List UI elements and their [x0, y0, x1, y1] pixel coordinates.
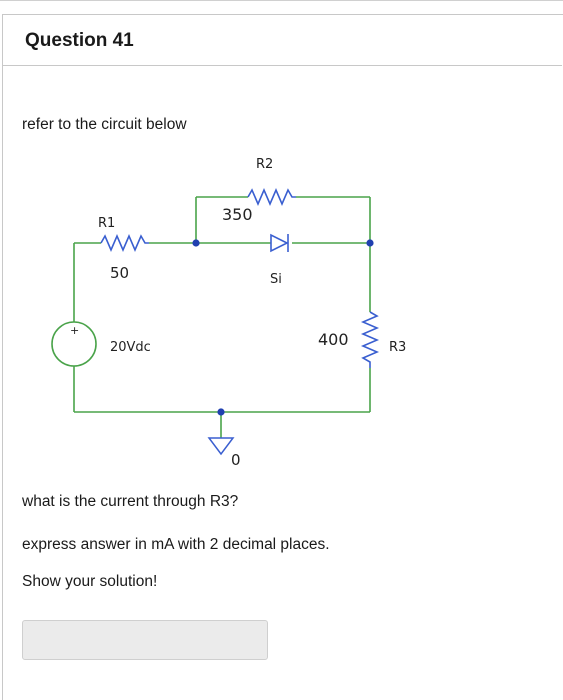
ground-triangle	[207, 437, 235, 456]
resistors	[100, 187, 380, 368]
answer-input[interactable]	[22, 620, 268, 660]
question-header: Question 41	[3, 15, 562, 66]
circuit-nodes	[192, 239, 374, 416]
question-ask: what is the current through R3?	[22, 493, 239, 510]
r1-resistor	[100, 233, 149, 253]
circuit-diagram: + R1 50 R2 350 Si 20Vdc 400 R3 0	[51, 157, 406, 469]
ground-symbol	[207, 437, 235, 456]
node-ground	[217, 408, 225, 416]
diode-label: Si	[270, 272, 282, 287]
source-circle	[51, 321, 97, 367]
source-plus: +	[70, 324, 79, 337]
ground-label: 0	[231, 451, 241, 469]
solution-instruction: Show your solution!	[22, 573, 158, 590]
source-label: 20Vdc	[110, 340, 151, 355]
r2-value-label: 350	[222, 205, 253, 224]
node-left	[192, 239, 200, 247]
r2-resistor	[247, 187, 296, 207]
question-title: Question 41	[25, 30, 134, 51]
answer-format: express answer in mA with 2 decimal plac…	[22, 536, 330, 553]
node-right	[366, 239, 374, 247]
diode-symbol	[270, 233, 289, 253]
question-card: Question 41	[2, 14, 563, 700]
r1-value-label: 50	[110, 264, 129, 282]
voltage-source: +	[51, 321, 97, 367]
r3-value-label: 400	[318, 330, 349, 349]
top-divider	[0, 0, 563, 1]
r3-resistor	[360, 311, 380, 368]
circuit-wires	[73, 196, 371, 438]
r2-name-label: R2	[256, 157, 273, 172]
r3-name-label: R3	[389, 340, 406, 355]
diode-triangle	[270, 233, 289, 253]
r1-name-label: R1	[98, 216, 115, 231]
intro-text: refer to the circuit below	[22, 116, 187, 133]
